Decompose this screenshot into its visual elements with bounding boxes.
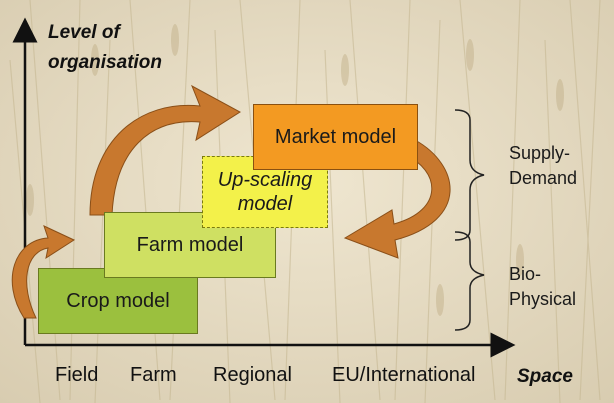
supply-demand-brace (454, 109, 485, 241)
y-axis-title-line1: Level of (48, 22, 120, 43)
market-model-label: Market model (274, 125, 397, 148)
upscaling-model-label-line1: Up-scaling (217, 169, 313, 191)
farm-model-label: Farm model (136, 233, 244, 256)
upscaling-model-label-line2: model (237, 193, 293, 215)
bio-physical-brace (454, 231, 485, 331)
bio-physical-label-line2: Physical (509, 289, 577, 309)
crop-to-farm-arrow (11, 225, 76, 319)
supply-demand-label: Supply- Demand (509, 141, 577, 191)
crop-model-box: Crop model (38, 268, 198, 334)
x-tick-regional: Regional (213, 364, 292, 386)
x-tick-farm: Farm (130, 364, 177, 386)
x-axis-title: Space (517, 366, 573, 387)
x-tick-field: Field (55, 364, 99, 386)
market-model-box: Market model (253, 104, 418, 170)
supply-demand-label-line2: Demand (509, 168, 578, 188)
x-tick-eu-international: EU/International (332, 364, 476, 386)
bio-physical-label-line1: Bio- (509, 264, 542, 284)
market-feedback-arrow (343, 139, 451, 259)
supply-demand-label-line1: Supply- (509, 143, 571, 163)
bio-physical-label: Bio- Physical (509, 262, 576, 312)
crop-model-label: Crop model (66, 289, 170, 312)
y-axis-title-line2: organisation (48, 52, 163, 73)
farm-to-market-arrow (89, 84, 241, 216)
y-axis-title: Level of organisation (48, 18, 162, 78)
